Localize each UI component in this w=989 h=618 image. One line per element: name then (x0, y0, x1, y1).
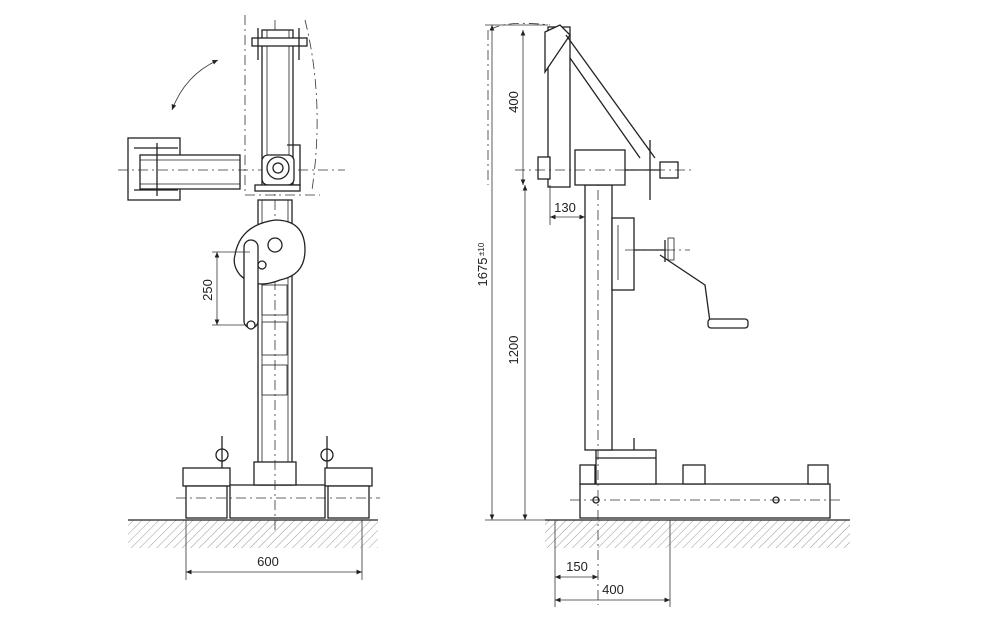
dimension-400-base: 400 (555, 520, 671, 607)
column-side (584, 150, 635, 605)
gearbox (254, 154, 301, 192)
front-view: 250 600 (118, 15, 380, 580)
dim-label-250: 250 (200, 279, 215, 301)
dimension-150: 150 (554, 520, 598, 607)
base (176, 436, 380, 519)
dim-label-400-arm: 400 (506, 91, 521, 113)
ground-hatch (128, 519, 378, 548)
ground-hatch-side (545, 519, 850, 548)
base-rail (570, 438, 840, 519)
dimension-250: 250 (200, 251, 250, 326)
dim-label-130: 130 (554, 200, 576, 215)
dim-label-600: 600 (257, 554, 279, 569)
dimension-130: 130 (549, 185, 585, 225)
horizontal-arm (118, 137, 345, 201)
dim-label-1200: 1200 (506, 336, 521, 365)
dim-label-1675: 1675 (475, 258, 490, 287)
dim-label-400-base: 400 (602, 582, 624, 597)
dimension-400-arm: 400 (506, 30, 526, 185)
cam-plate (233, 219, 306, 330)
upper-assembly (487, 22, 695, 200)
dimension-1675: 1675 ±10 (475, 24, 548, 521)
dimension-600: 600 (185, 520, 363, 580)
side-view: 1675 ±10 1200 400 130 150 400 (475, 22, 850, 607)
dimension-1200: 1200 (506, 185, 528, 520)
dim-label-150: 150 (566, 559, 588, 574)
rotation-arrow-icon (171, 59, 219, 111)
dim-tolerance: ±10 (477, 242, 486, 256)
crank-handle (625, 237, 749, 329)
